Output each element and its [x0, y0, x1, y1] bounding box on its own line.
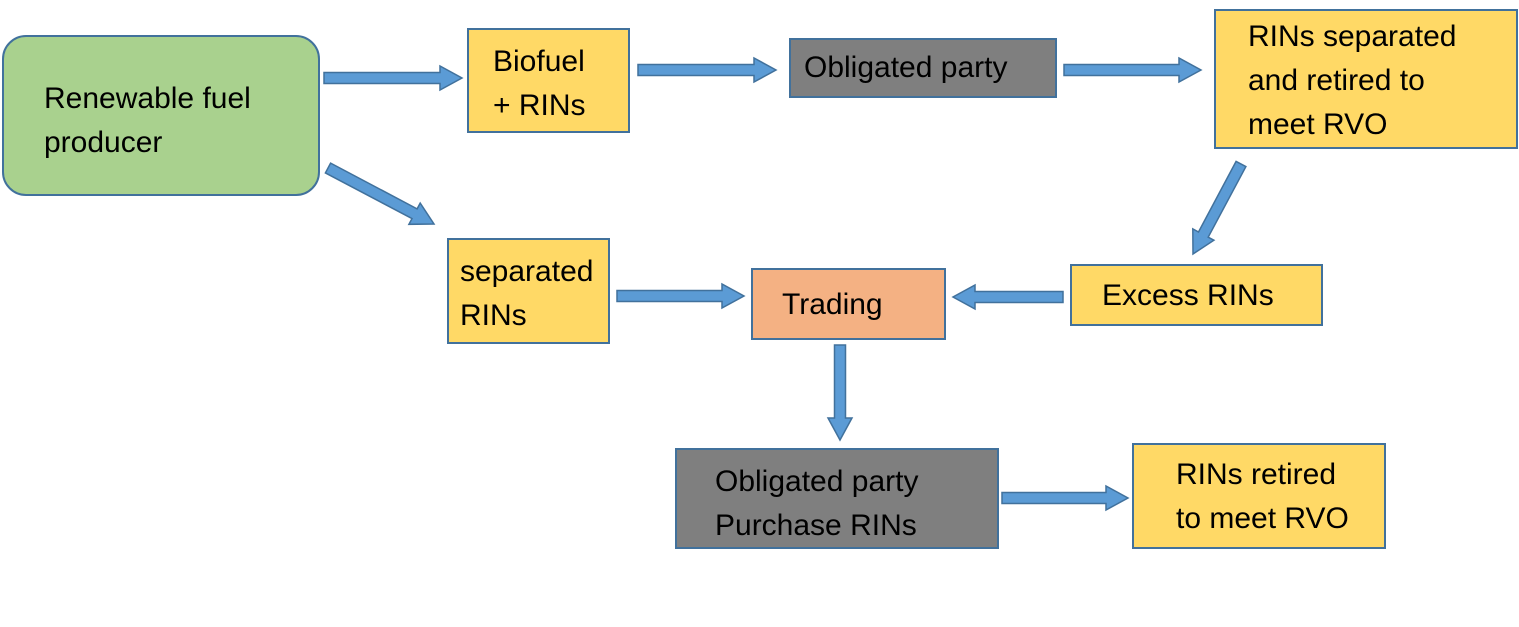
arrow-rins-separated-to-excess — [1192, 160, 1247, 256]
node-rins-retired-line-2: to meet RVO — [1176, 502, 1349, 535]
node-obligated-party: Obligated party — [789, 38, 1057, 98]
node-biofuel-line-2: + RINs — [493, 89, 586, 122]
arrow-obligated-purchase-to-rins-retired — [1001, 484, 1130, 512]
node-separated-rins: separated RINs — [447, 238, 610, 344]
node-excess-rins: Excess RINs — [1070, 264, 1323, 326]
arrow-trading-to-obligated-purchase — [826, 344, 854, 442]
node-rins-retired-line-1: RINs retired — [1176, 458, 1337, 491]
node-trading: Trading — [751, 268, 946, 340]
arrow-biofuel-to-obligated-top — [637, 56, 778, 84]
node-producer-line-2: producer — [44, 126, 163, 159]
node-trading-line-1: Trading — [782, 288, 883, 321]
node-obligated-top-line-1: Obligated party — [804, 51, 1008, 84]
node-biofuel-line-1: Biofuel — [493, 45, 585, 78]
node-rins-separated-line-2: and retired to — [1248, 64, 1425, 97]
node-rins-retired: RINs retired to meet RVO — [1132, 443, 1386, 549]
arrow-producer-to-separated-rins — [324, 162, 436, 226]
arrow-obligated-top-to-rins-separated — [1063, 56, 1203, 84]
arrow-separated-rins-to-trading — [616, 282, 746, 310]
node-excess-line-1: Excess RINs — [1102, 279, 1274, 312]
node-producer-line-1: Renewable fuel — [44, 82, 251, 115]
node-rins-separated-line-1: RINs separated — [1248, 20, 1457, 53]
node-separated-rins-line-2: RINs — [460, 299, 527, 332]
node-obligated-purchase-line-1: Obligated party — [715, 465, 919, 498]
node-rins-separated-line-3: meet RVO — [1248, 108, 1388, 141]
node-rins-separated-retired: RINs separated and retired to meet RVO — [1214, 9, 1518, 149]
arrow-excess-to-trading — [951, 283, 1064, 311]
node-obligated-party-purchase: Obligated party Purchase RINs — [675, 448, 999, 549]
arrow-producer-to-biofuel — [323, 64, 464, 92]
node-biofuel-rins: Biofuel + RINs — [467, 28, 630, 133]
node-separated-rins-line-1: separated — [460, 255, 594, 288]
node-renewable-fuel-producer: Renewable fuel producer — [2, 35, 320, 196]
node-obligated-purchase-line-2: Purchase RINs — [715, 509, 917, 542]
